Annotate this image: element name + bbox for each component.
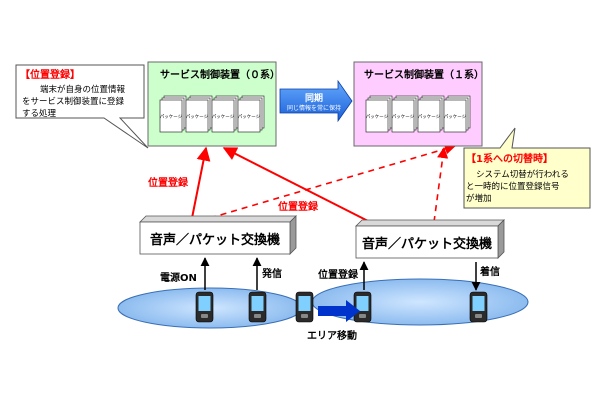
label-registration: 位置登録 [318, 268, 359, 281]
note-registration-title: 【位置登録】 [20, 68, 80, 81]
phone-icon [248, 291, 267, 323]
note-registration-line-3: する処理 [22, 108, 57, 119]
package-card: パッケージ [391, 95, 419, 133]
switch-label: 音声／パケット交換機 [150, 232, 280, 248]
package-card: パッケージ [417, 95, 445, 133]
package-card: パッケージ [237, 95, 265, 133]
phone-icon [195, 291, 214, 323]
reg-label-left: 位置登録 [148, 176, 189, 189]
note-registration-line-2: をサービス制御装置に登録 [22, 96, 125, 107]
note-registration: 【位置登録】 端末が自身の位置情報 をサービス制御装置に登録 する処理 [15, 64, 149, 149]
card-group: パッケージパッケージパッケージパッケージ [365, 95, 471, 133]
note-switch-line-3: が増加 [466, 193, 492, 204]
package-card-label: パッケージ [186, 113, 209, 120]
sync-arrow: 同期 同じ情報を常に保持 [279, 79, 353, 123]
phone-icon [295, 291, 314, 323]
phone-icon [353, 291, 372, 323]
area-cloud-right [311, 278, 529, 326]
label-incoming: 着信 [479, 265, 500, 278]
controller-title: サービス制御装置（０系） [160, 68, 280, 81]
controller-sys0: サービス制御装置（０系） パッケージパッケージパッケージパッケージ [147, 61, 280, 147]
note-switch-line-1: システム切替が行われる [476, 169, 569, 180]
phone-icon [469, 291, 488, 323]
package-card: パッケージ [185, 95, 213, 133]
area-move-arrow [318, 300, 360, 322]
switch-right: 音声／パケット交換機 [355, 219, 505, 259]
package-card: パッケージ [159, 95, 187, 133]
area-move-label: エリア移動 [307, 329, 357, 342]
note-switch-line-2: と一時的に位置登録信号 [466, 181, 560, 192]
package-card-label: パッケージ [392, 113, 415, 120]
package-card: パッケージ [211, 95, 239, 133]
note-switch: 【1系への切替時】 システム切替が行われる と一時的に位置登録信号 が増加 [463, 127, 591, 209]
controller-sys1: サービス制御装置（１系） パッケージパッケージパッケージパッケージ [353, 61, 484, 147]
package-card: パッケージ [443, 95, 471, 133]
note-registration-line-1: 端末が自身の位置情報 [40, 84, 126, 95]
reg-dashed-left [209, 143, 457, 219]
package-card: パッケージ [365, 95, 393, 133]
reg-label-middle: 位置登録 [278, 200, 319, 213]
package-card-label: パッケージ [212, 113, 235, 120]
sync-title: 同期 [305, 92, 323, 104]
switch-label: 音声／パケット交換機 [362, 236, 492, 252]
card-group: パッケージパッケージパッケージパッケージ [159, 95, 265, 133]
reg-dashed-right [433, 146, 449, 223]
sync-subtitle: 同じ情報を常に保持 [287, 104, 341, 112]
package-card-label: パッケージ [444, 113, 467, 120]
package-card-label: パッケージ [418, 113, 441, 120]
reg-arrow-left [191, 146, 211, 219]
reg-arrow-middle [222, 147, 373, 224]
package-card-label: パッケージ [366, 113, 389, 120]
note-switch-title: 【1系への切替時】 [466, 152, 553, 165]
package-card-label: パッケージ [238, 113, 261, 120]
label-call: 発信 [261, 267, 282, 280]
label-power-on: 電源ON [160, 271, 197, 284]
package-card-label: パッケージ [160, 113, 183, 120]
controller-title: サービス制御装置（１系） [364, 68, 484, 81]
switch-left: 音声／パケット交換機 [139, 215, 297, 255]
